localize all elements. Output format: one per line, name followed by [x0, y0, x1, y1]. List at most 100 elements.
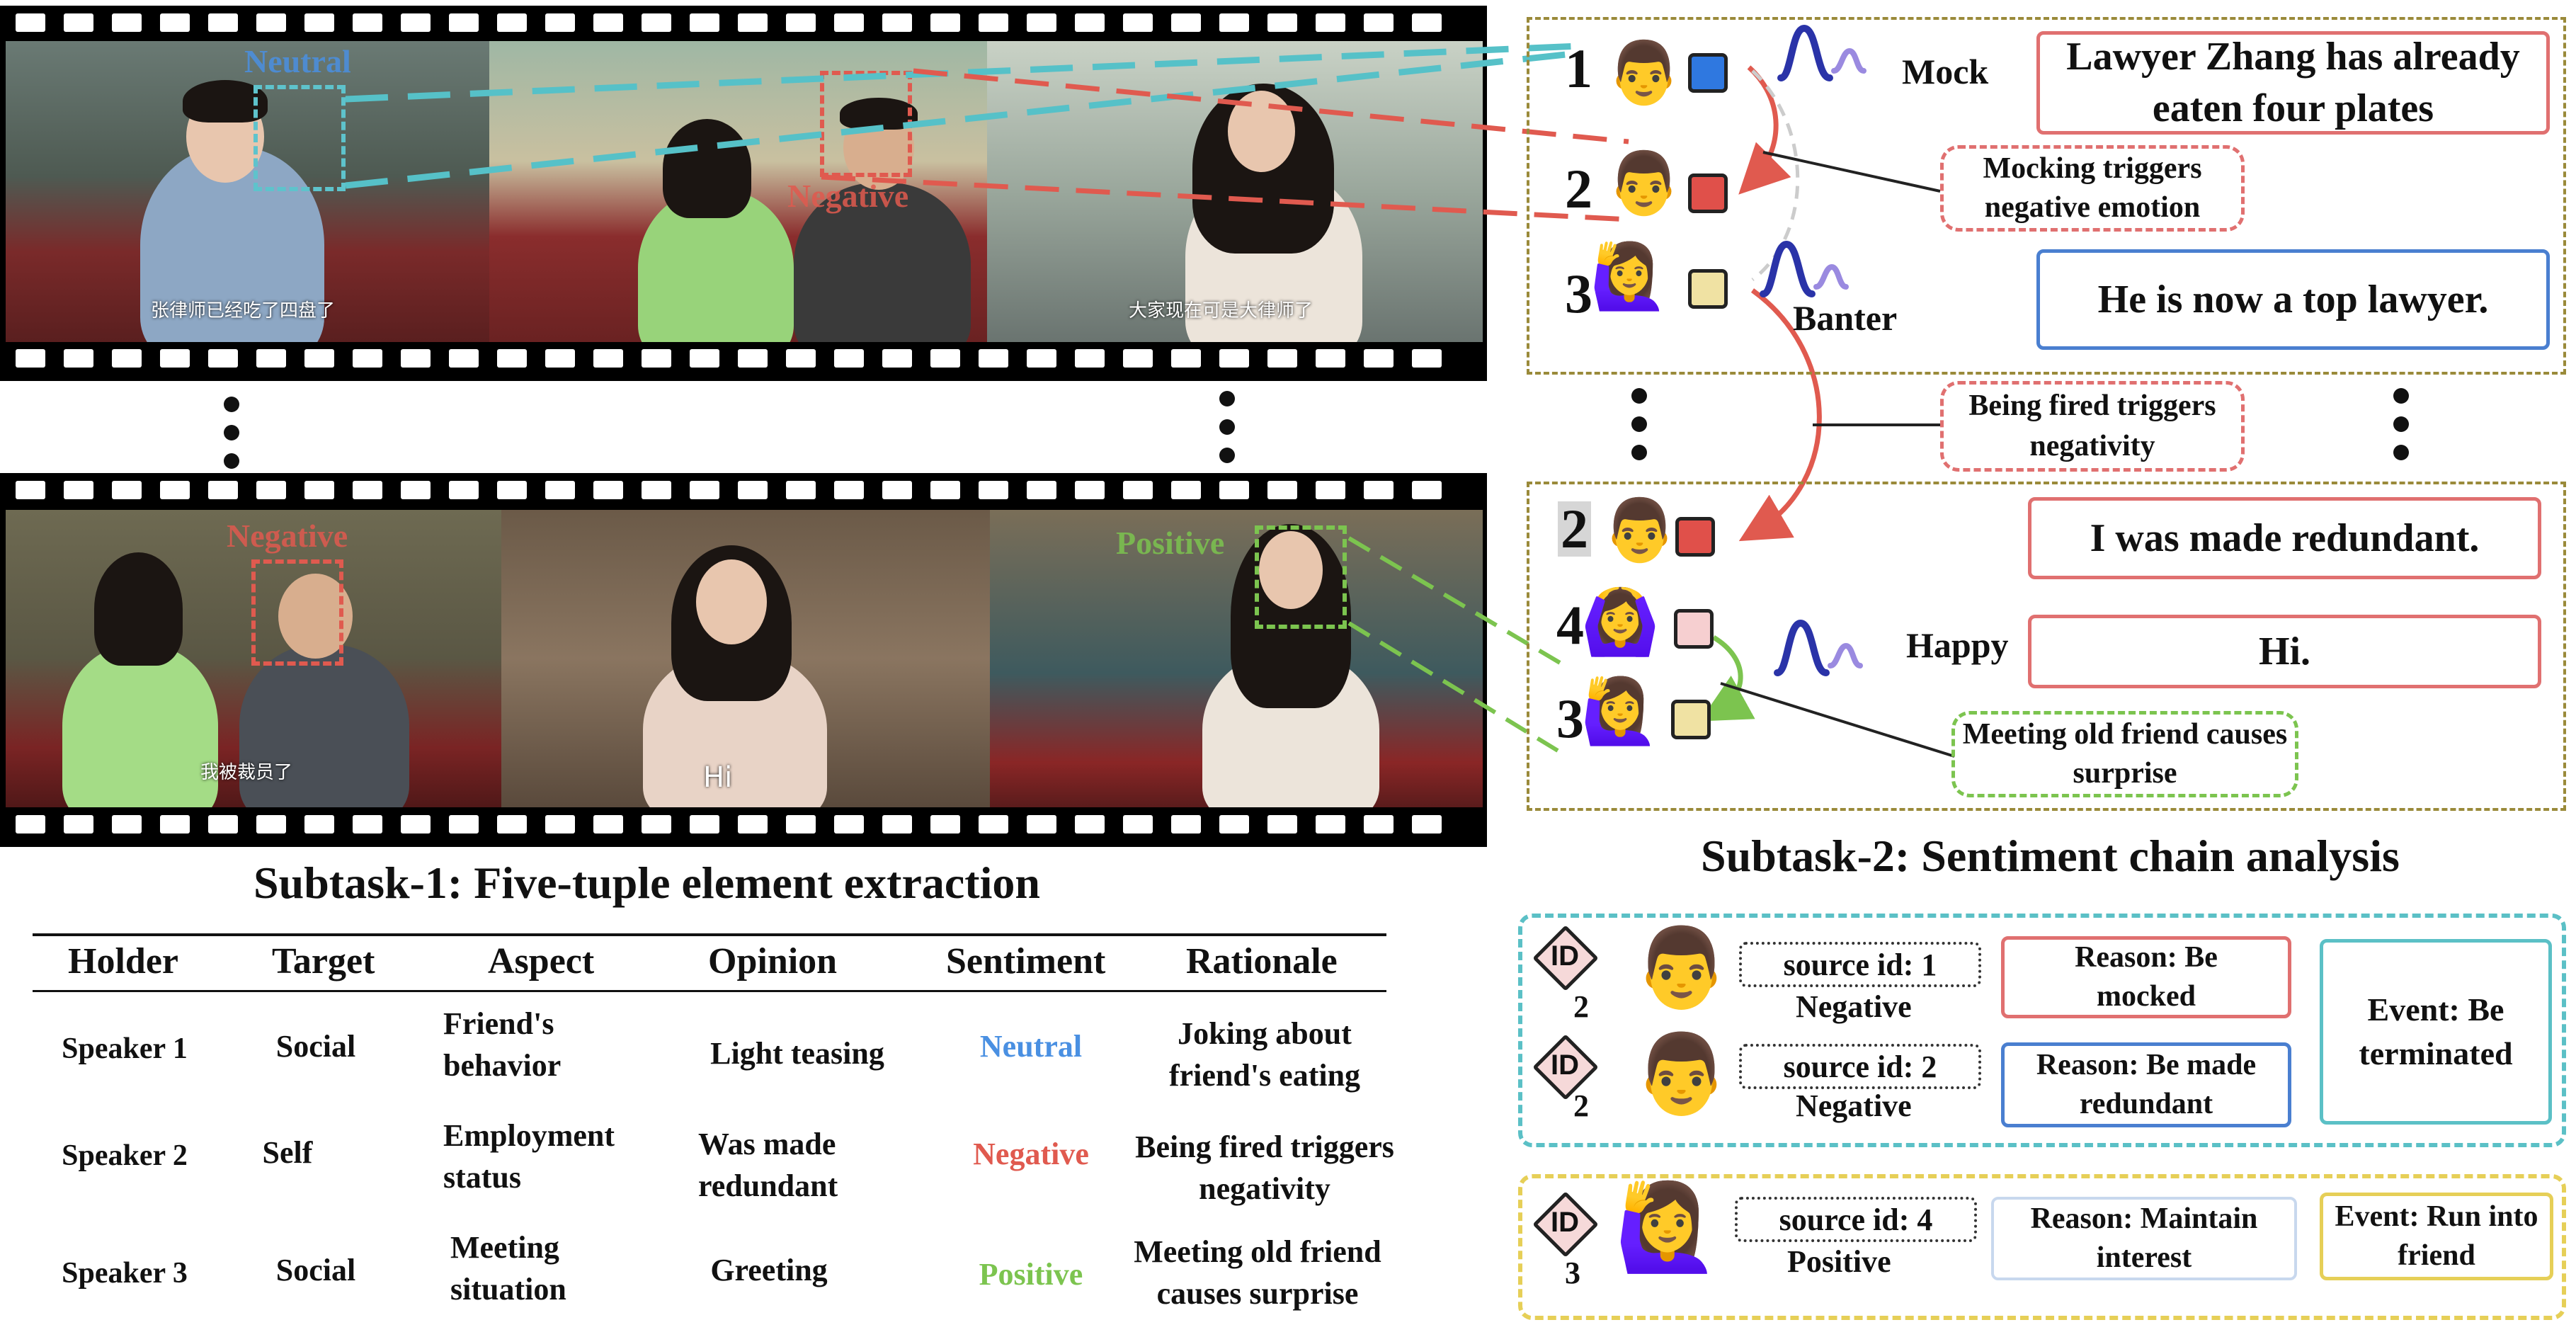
rationale-box: Meeting old friend causes surprise [1951, 711, 2298, 797]
cell-aspect: Meeting situation [450, 1230, 566, 1307]
chain-bottom-box [1527, 482, 2566, 811]
subtask2-title: Subtask-2: Sentiment chain analysis [1701, 831, 2400, 881]
id-number: 2 [1573, 1088, 1589, 1123]
man-emoji: 👨 [1606, 38, 1682, 108]
cell-target: Social [275, 1253, 356, 1287]
positive-label: Positive [1116, 525, 1225, 561]
speaker-color-square [1688, 53, 1728, 93]
utterance-box: I was made redundant. [2028, 497, 2541, 579]
wave-icon [1777, 24, 1867, 81]
man-emoji: 👨 [1633, 1028, 1730, 1119]
neutral-face-bbox [253, 85, 346, 191]
film-strip-top: 张律师已经吃了四盘了 大家现在可是大律师了 Neutral Negative [0, 6, 1487, 381]
header-target: Target [272, 941, 375, 982]
emotion-happy: Happy [1906, 625, 2009, 665]
negative-face-bbox [251, 559, 343, 666]
event-box: Event: Be terminated [2320, 939, 2552, 1125]
cell-holder: Speaker 1 [62, 1032, 188, 1065]
rationale-box: Mocking triggers negative emotion [1940, 145, 2245, 232]
utterance-box: He is now a top lawyer. [2036, 249, 2550, 350]
speaker-color-square [1688, 269, 1728, 309]
chain-top-box [1527, 17, 2566, 375]
id-label: ID [1551, 1207, 1579, 1238]
cell-opinion: Greeting [710, 1253, 828, 1287]
emotion-banter: Banter [1793, 298, 1898, 338]
man-emoji: 👨 [1633, 922, 1730, 1013]
id-label: ID [1551, 940, 1579, 972]
film-perforations [0, 810, 1487, 838]
vertical-ellipsis-icon [224, 397, 239, 482]
vertical-ellipsis-icon [1219, 391, 1235, 476]
woman-raising-hand-emoji: 🙋‍♀️ [1580, 674, 1660, 749]
cell-rationale: Joking about friend's eating [1168, 1016, 1361, 1093]
film-perforations [0, 344, 1487, 372]
speaker-2-figure [794, 183, 971, 342]
cell-target: Social [275, 1029, 356, 1064]
reason-box: Reason: Be mocked [2001, 936, 2291, 1018]
wave-icon [1774, 619, 1863, 676]
source-id-box: source id: 1 [1739, 942, 1981, 987]
film-perforations [0, 476, 1487, 504]
id-label: ID [1551, 1049, 1579, 1081]
rationale-link-1 [1762, 151, 1941, 193]
rationale-link-bottom [1720, 682, 1955, 758]
table-header-rule [33, 990, 1386, 992]
speaker-2-figure [239, 644, 409, 807]
speaker-number: 1 [1565, 38, 1592, 99]
link-positive-speaker-3 [1347, 536, 1566, 668]
cell-opinion: Was made redundant [698, 1127, 838, 1204]
speaker-number: 2 [1558, 501, 1591, 557]
speaker-number: 3 [1565, 263, 1592, 324]
header-sentiment: Sentiment [946, 941, 1106, 982]
neutral-label: Neutral [244, 43, 351, 79]
header-rationale: Rationale [1186, 941, 1338, 982]
video-frame-3: 大家现在可是大律师了 [987, 41, 1483, 342]
source-sentiment: Negative [1796, 989, 1912, 1024]
cell-aspect: Employment status [443, 1118, 615, 1195]
cell-rationale: Meeting old friend causes surprise [1134, 1234, 1381, 1312]
source-id-box: source id: 4 [1735, 1197, 1977, 1242]
man-emoji: 👨 [1602, 495, 1678, 566]
speaker-color-square [1675, 517, 1715, 557]
woman-raising-hand-emoji: 🙆‍♀️ [1580, 585, 1660, 659]
subtitle-2: 大家现在可是大律师了 [1129, 300, 1313, 322]
cell-sentiment: Negative [973, 1137, 1089, 1171]
utterance-box: Lawyer Zhang has already eaten four plat… [2036, 31, 2550, 135]
negative-label: Negative [787, 178, 909, 214]
speaker-4-figure [62, 644, 218, 807]
negative-label: Negative [227, 518, 348, 554]
cell-holder: Speaker 2 [62, 1139, 188, 1172]
vertical-ellipsis-icon [1631, 388, 1647, 473]
link-negative-speaker-2-b [821, 174, 1629, 222]
id-number: 2 [1573, 989, 1589, 1024]
link-neutral-speaker-1-b [345, 50, 1580, 189]
link-negative-speaker-2 [913, 68, 1629, 144]
speaker-number: 2 [1565, 158, 1592, 220]
film-strip-bottom: 我被裁员了 Hi Negative Positive [0, 473, 1487, 847]
subtitle-3: 我被裁员了 [200, 762, 293, 783]
arrow-4-to-3 [1699, 635, 1755, 722]
utterance-box: Hi. [2028, 615, 2541, 688]
speaker-color-square [1674, 609, 1714, 649]
cell-holder: Speaker 3 [62, 1257, 188, 1290]
cell-sentiment: Neutral [979, 1029, 1083, 1064]
header-aspect: Aspect [488, 941, 595, 982]
wave-icon [1760, 240, 1849, 297]
speaker-number: 4 [1556, 594, 1584, 656]
header-opinion: Opinion [708, 941, 838, 982]
speaker-color-square [1671, 700, 1711, 739]
source-sentiment: Negative [1796, 1088, 1912, 1123]
cell-target: Self [262, 1135, 313, 1170]
cell-rationale: Being fired triggers negativity [1135, 1130, 1394, 1207]
header-holder: Holder [68, 941, 178, 982]
woman-raising-hand-emoji: 🙋‍♀️ [1614, 1178, 1721, 1277]
reason-box: Reason: Maintain interest [1991, 1197, 2297, 1280]
cell-sentiment: Positive [979, 1257, 1083, 1292]
rationale-box: Being fired triggers negativity [1940, 381, 2245, 472]
video-frame-6 [990, 510, 1483, 807]
source-id-box: source id: 2 [1739, 1044, 1981, 1089]
video-frame-5: Hi [501, 510, 990, 807]
five-tuple-table: Holder Target Aspect Opinion Sentiment R… [33, 933, 1394, 1337]
man-emoji: 👨 [1606, 148, 1682, 219]
